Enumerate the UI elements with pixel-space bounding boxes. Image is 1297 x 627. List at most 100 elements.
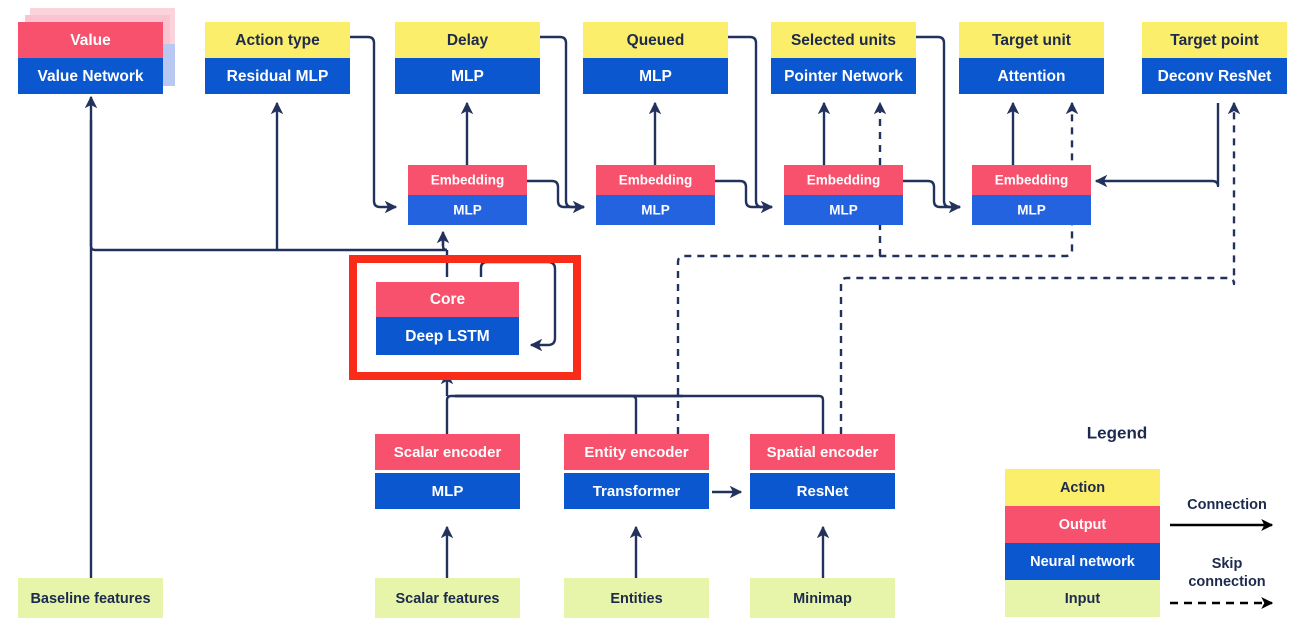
- entities-label: Entities: [610, 591, 662, 607]
- legend-skip-connection-label-line1: Skip: [1212, 556, 1243, 572]
- embedding-delay-network-label: MLP: [453, 203, 482, 218]
- embedding-queued[interactable]: Embedding MLP: [596, 165, 715, 225]
- spatial-encoder-output-box: [750, 434, 895, 470]
- skip-spatial-encoder-to-target-point: [839, 101, 1241, 434]
- edge-spatial-encoder-bus: [455, 394, 825, 434]
- embedding-delay[interactable]: Embedding MLP: [408, 165, 527, 225]
- scalar-encoder-output-label: Scalar encoder: [394, 444, 502, 461]
- edge-core-to-value-bus: [89, 120, 447, 252]
- target-point-network-label: Deconv ResNet: [1158, 68, 1272, 85]
- embedding-queued-output-box: [596, 165, 715, 195]
- spatial-encoder-network-box: [750, 473, 895, 509]
- scalar-encoder-network-box: [375, 473, 520, 509]
- action-type-network-label: Residual MLP: [227, 68, 329, 85]
- minimap-box: [750, 578, 895, 618]
- delay-network-label: MLP: [451, 68, 484, 85]
- scalar-features-box: [375, 578, 520, 618]
- edge-action-type-to-embedding-delay: [350, 35, 398, 214]
- legend-output-label: Output: [1059, 517, 1107, 533]
- embedding-delay-network-box: [408, 195, 527, 225]
- input-minimap[interactable]: Minimap: [750, 578, 895, 618]
- head-target-unit[interactable]: Target unit Attention: [959, 22, 1104, 94]
- target-unit-action-box: [959, 22, 1104, 58]
- embedding-target-unit-network-box: [972, 195, 1091, 225]
- edge-core-recurrence: [479, 260, 557, 352]
- edge-scalar-encoder-bus: [445, 394, 683, 434]
- entity-encoder-network-label: Transformer: [593, 483, 681, 500]
- head-selected-units[interactable]: Selected units Pointer Network: [771, 22, 916, 94]
- embedding-delay-output-label: Embedding: [431, 173, 505, 188]
- value-network-box: [18, 58, 163, 94]
- input-scalar-features[interactable]: Scalar features: [375, 578, 520, 618]
- embedding-target-unit-output-label: Embedding: [995, 173, 1069, 188]
- spatial-encoder-output-label: Spatial encoder: [767, 444, 879, 461]
- legend: Legend Action Output Neural network Inpu…: [1005, 423, 1274, 617]
- core-output-label: Core: [430, 291, 466, 308]
- entity-encoder-network-box: [564, 473, 709, 509]
- delay-network-box: [395, 58, 540, 94]
- edge-selected-units-to-embedding-target-unit: [916, 35, 960, 209]
- skip-entity-encoder-to-target-unit: [676, 101, 1079, 434]
- action-type-network-box: [205, 58, 350, 94]
- embedding-queued-network-box: [596, 195, 715, 225]
- target-point-action-label: Target point: [1170, 32, 1258, 49]
- head-action-type[interactable]: Action type Residual MLP: [205, 22, 350, 94]
- core-highlight-border: [349, 255, 581, 380]
- selected-units-network-box: [771, 58, 916, 94]
- spatial-encoder-network-label: ResNet: [797, 483, 849, 500]
- queued-action-label: Queued: [627, 32, 685, 49]
- legend-action-label: Action: [1060, 480, 1105, 496]
- minimap-label: Minimap: [793, 591, 852, 607]
- embedding-queued-network-label: MLP: [641, 203, 670, 218]
- target-unit-action-label: Target unit: [992, 32, 1071, 49]
- edge-queued-to-embedding-selected: [728, 35, 772, 209]
- head-target-point[interactable]: Target point Deconv ResNet: [1142, 22, 1287, 94]
- legend-output-swatch: [1005, 506, 1160, 543]
- core-network-label: Deep LSTM: [405, 328, 489, 345]
- selected-units-action-box: [771, 22, 916, 58]
- input-entities[interactable]: Entities: [564, 578, 709, 618]
- legend-neural-network-swatch: [1005, 543, 1160, 580]
- head-value[interactable]: Value Value Network: [18, 8, 175, 94]
- delay-action-label: Delay: [447, 32, 489, 49]
- entity-encoder-output-label: Entity encoder: [584, 444, 688, 461]
- legend-neural-network-label: Neural network: [1030, 554, 1136, 570]
- target-unit-network-box: [959, 58, 1104, 94]
- legend-skip-connection-label-line2: connection: [1188, 574, 1265, 590]
- target-unit-network-label: Attention: [997, 68, 1065, 85]
- target-point-network-box: [1142, 58, 1287, 94]
- value-action-box: [18, 22, 163, 58]
- value-network-label: Value Network: [38, 68, 144, 85]
- entity-encoder-node[interactable]: Entity encoder Transformer: [564, 434, 709, 509]
- baseline-features-label: Baseline features: [30, 591, 150, 607]
- embedding-selected-units-network-label: MLP: [829, 203, 858, 218]
- embedding-selected-units[interactable]: Embedding MLP: [784, 165, 903, 225]
- scalar-encoder-output-box: [375, 434, 520, 470]
- edge-embedding-delay-out-to-embedding-queued: [526, 179, 586, 214]
- core-network-box: [376, 317, 519, 355]
- edge-embedding-queued-out-to-embedding-selected: [714, 179, 774, 214]
- legend-connection-label: Connection: [1187, 497, 1267, 513]
- embedding-target-unit[interactable]: Embedding MLP: [972, 165, 1091, 225]
- core-node[interactable]: Core Deep LSTM: [349, 255, 581, 380]
- embedding-target-unit-network-label: MLP: [1017, 203, 1046, 218]
- embedding-queued-output-label: Embedding: [619, 173, 693, 188]
- value-action-label: Value: [70, 32, 111, 49]
- scalar-encoder-network-label: MLP: [432, 483, 464, 500]
- input-baseline-features[interactable]: Baseline features: [18, 578, 163, 618]
- head-delay[interactable]: Delay MLP: [395, 22, 540, 94]
- spatial-encoder-node[interactable]: Spatial encoder ResNet: [750, 434, 895, 509]
- scalar-features-label: Scalar features: [396, 591, 500, 607]
- edge-embedding-selected-out-to-embedding-target-unit: [902, 179, 962, 214]
- embedding-selected-units-output-label: Embedding: [807, 173, 881, 188]
- scalar-encoder-node[interactable]: Scalar encoder MLP: [375, 434, 520, 509]
- selected-units-action-label: Selected units: [791, 32, 896, 49]
- embedding-target-unit-output-box: [972, 165, 1091, 195]
- embedding-delay-output-box: [408, 165, 527, 195]
- action-type-action-label: Action type: [235, 32, 320, 49]
- selected-units-network-label: Pointer Network: [784, 68, 903, 85]
- head-queued[interactable]: Queued MLP: [583, 22, 728, 94]
- delay-action-box: [395, 22, 540, 58]
